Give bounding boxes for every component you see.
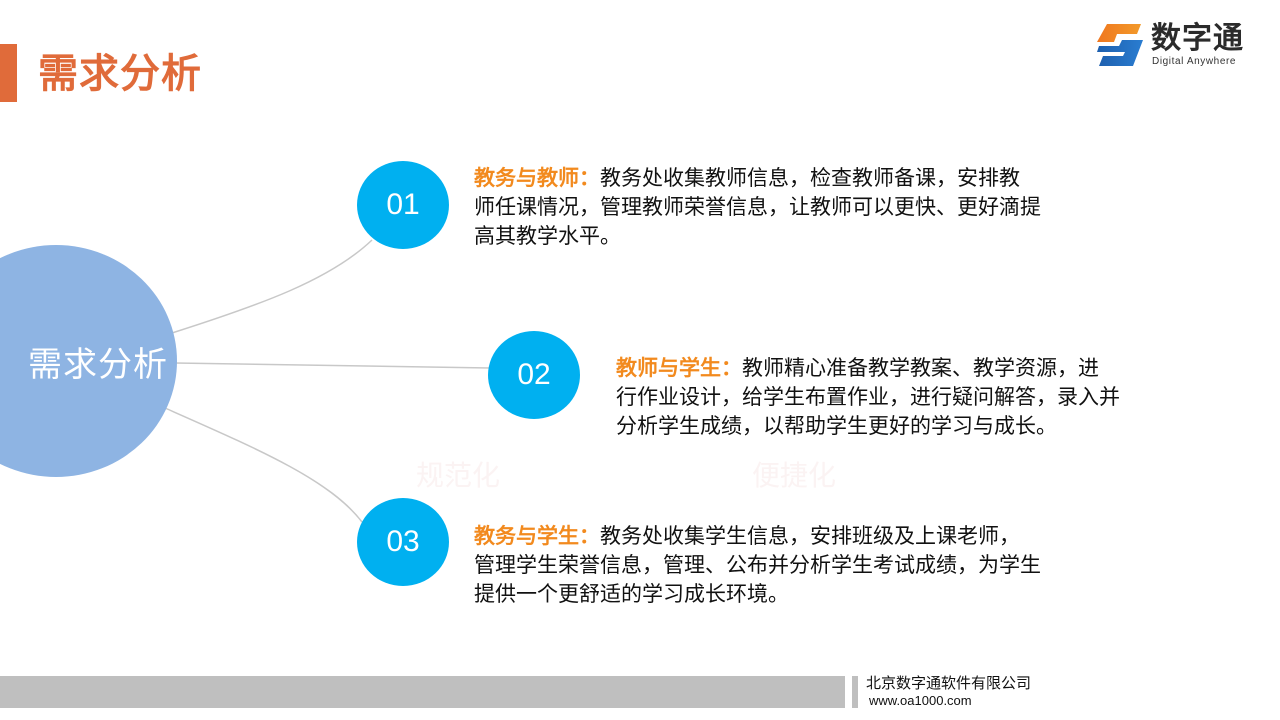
description-line: 管理学生荣誉信息，管理、公布并分析学生考试成绩，为学生 [474, 553, 1041, 577]
s-logo-icon [1097, 24, 1143, 66]
node-number: 02 [517, 358, 551, 391]
description-line: 教师精心准备教学教案、教学资源，进 [742, 356, 1099, 380]
description-heading: 教务与学生： [474, 524, 600, 548]
company-logo: 数字通 Digital Anywhere [1095, 21, 1255, 72]
watermark-convenience: 便捷化 [752, 459, 837, 492]
node-number: 01 [386, 188, 420, 221]
description-line: 师任课情况，管理教师荣誉信息，让教师可以更快、更好滴提 [474, 195, 1041, 219]
description-03: 教务与学生：教务处收集学生信息，安排班级及上课老师， 管理学生荣誉信息，管理、公… [474, 522, 1041, 609]
footer-url: www.oa1000.com [869, 693, 972, 708]
node-01: 01 [357, 161, 449, 249]
description-line: 行作业设计，给学生布置作业，进行疑问解答，录入并 [616, 385, 1120, 409]
logo-tagline: Digital Anywhere [1152, 56, 1237, 67]
watermark-standardization: 规范化 [416, 459, 501, 492]
hub-label: 需求分析 [28, 344, 168, 385]
description-line: 分析学生成绩，以帮助学生更好的学习与成长。 [616, 414, 1057, 438]
description-heading: 教务与教师： [474, 166, 600, 190]
description-line: 教务处收集学生信息，安排班级及上课老师， [600, 524, 1020, 548]
description-line: 提供一个更舒适的学习成长环境。 [474, 582, 789, 606]
footer-bar [0, 676, 845, 708]
description-02: 教师与学生：教师精心准备教学教案、教学资源，进 行作业设计，给学生布置作业，进行… [616, 354, 1120, 441]
node-02: 02 [488, 331, 580, 419]
logo-name: 数字通 [1151, 21, 1244, 56]
description-01: 教务与教师：教务处收集教师信息，检查教师备课，安排教 师任课情况，管理教师荣誉信… [474, 164, 1041, 251]
description-heading: 教师与学生： [616, 356, 742, 380]
node-number: 03 [386, 525, 420, 558]
page-title: 需求分析 [38, 51, 202, 97]
title-accent-bar [0, 44, 17, 102]
description-line: 高其教学水平。 [474, 224, 621, 248]
footer-divider [852, 676, 858, 708]
node-03: 03 [357, 498, 449, 586]
description-line: 教务处收集教师信息，检查教师备课，安排教 [600, 166, 1020, 190]
footer-company: 北京数字通软件有限公司 [866, 674, 1032, 692]
